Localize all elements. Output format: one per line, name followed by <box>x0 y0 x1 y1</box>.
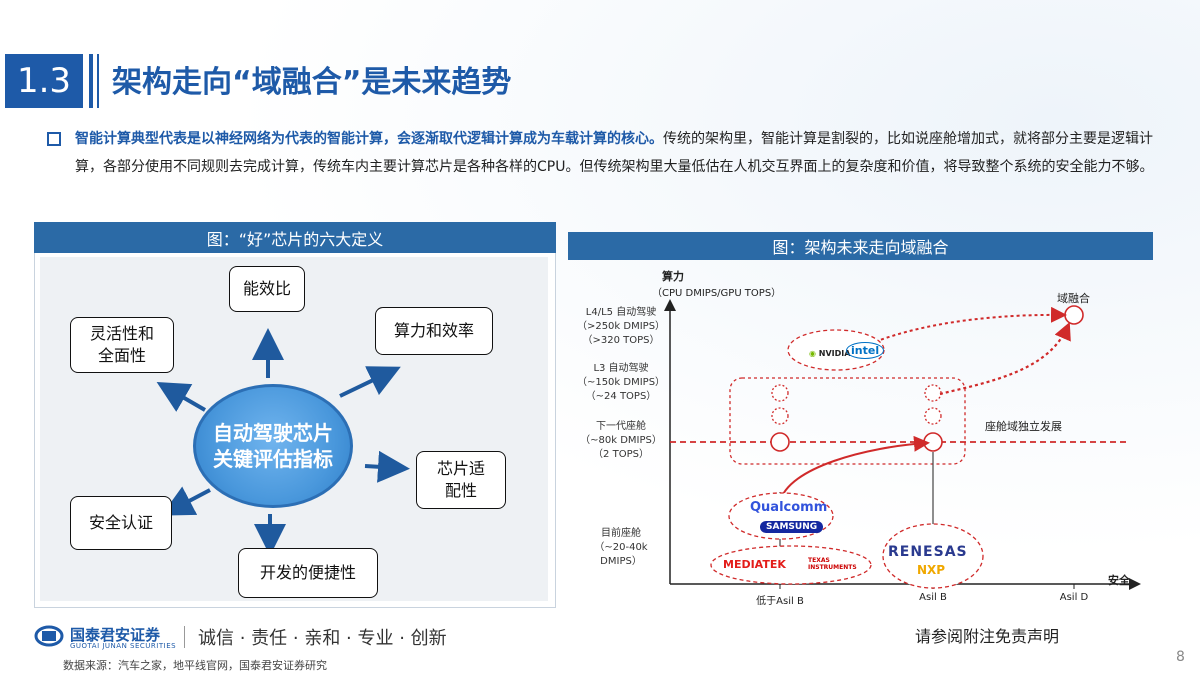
node-flexibility: 灵活性和 全面性 <box>70 317 174 373</box>
intro-rest: 传统的架构里，智能计算是割裂的，比如说座舱增加式，就将部分主要是逻辑计算，各部分… <box>75 131 1154 175</box>
footer-source: 数据来源：汽车之家，地平线官网，国泰君安证券研究 <box>63 659 327 672</box>
logo-samsung: SAMSUNG <box>760 521 824 533</box>
logo-nvidia: ◉ NVIDIA <box>809 349 851 358</box>
arrow-right <box>364 450 410 483</box>
node-dev-ease: 开发的便捷性 <box>238 548 378 598</box>
node-safety-cert: 安全认证 <box>70 496 172 550</box>
footer-company: 国泰君安证券 <box>70 626 161 644</box>
y-axis-sublabel: （CPU DMIPS/GPU TOPS） <box>652 288 782 299</box>
logo-qualcomm: Qualcomm <box>750 500 828 515</box>
x-tick-below-asilb: 低于Asil B <box>756 596 804 607</box>
dot-next-cockpit-b <box>770 432 790 452</box>
footer-company-en: GUOTAI JUNAN SECURITIES <box>70 642 177 650</box>
page-title: 架构走向“域融合”是未来趋势 <box>112 65 512 100</box>
section-number: 1.3 <box>5 54 83 108</box>
logo-nxp: NXP <box>917 563 946 577</box>
footer-motto: 诚信 · 责任 · 亲和 · 专业 · 创新 <box>198 628 447 649</box>
x-tick-asild: Asil D <box>1059 592 1089 603</box>
node-compute-efficiency: 算力和效率 <box>375 307 493 355</box>
left-figure-title: 图：“好”芯片的六大定义 <box>34 222 556 253</box>
center-blob: 自动驾驶芯片 关键评估指标 <box>193 384 353 508</box>
logo-renesas: RENESAS <box>888 544 968 560</box>
footer-separator <box>184 626 185 648</box>
arrow-lower-left <box>161 486 211 516</box>
annotation-domain-fusion: 域融合 <box>1057 292 1090 305</box>
ellipse-mediatek <box>710 545 872 585</box>
y-axis-label: 算力 <box>662 270 684 283</box>
node-adaptability: 芯片适 配性 <box>416 451 506 509</box>
y-tick-l45: L4/L5 自动驾驶（>250k DMIPS）（>320 TOPS） <box>576 307 666 346</box>
x-axis-label: 安全 <box>1108 574 1130 587</box>
arrow-upper-right <box>339 366 401 398</box>
intro-highlight: 智能计算典型代表是以神经网络为代表的智能计算，会逐渐取代逻辑计算成为车载计算的核… <box>75 131 663 147</box>
x-tick-asilb: Asil B <box>919 592 947 603</box>
logo-intel: intel <box>846 342 885 359</box>
company-logo-icon <box>34 625 64 647</box>
logo-mediatek: MEDIATEK <box>723 558 786 571</box>
title-divider <box>89 54 93 108</box>
dot-next-cockpit-asilb <box>923 432 943 452</box>
arrow-upper-left <box>156 381 207 412</box>
center-label: 自动驾驶芯片 关键评估指标 <box>213 421 333 471</box>
arrow-qualcomm-to-asilb <box>779 435 930 503</box>
y-tick-next-cockpit: 下一代座舱（~80k DMIPS）（2 TOPS） <box>580 421 662 460</box>
intro-paragraph: 智能计算典型代表是以神经网络为代表的智能计算，会逐渐取代逻辑计算成为车载计算的核… <box>75 125 1165 181</box>
right-figure-title: 图：架构未来走向域融合 <box>568 232 1153 260</box>
page-number: 8 <box>1176 649 1185 665</box>
arrow-to-domain-fusion <box>939 321 1071 396</box>
annotation-cockpit: 座舱域独立发展 <box>985 420 1062 433</box>
l3-box <box>729 377 966 465</box>
footer-disclaimer: 请参阅附注免责声明 <box>915 627 1060 646</box>
bullet-square-icon <box>47 132 61 146</box>
dot-domain-fusion <box>1064 305 1084 325</box>
node-energy-efficiency: 能效比 <box>229 266 305 312</box>
y-tick-current-cockpit: 目前座舱（~20-40k DMIPS） <box>594 528 648 567</box>
logo-ti: TEXAS INSTRUMENTS <box>808 557 857 571</box>
ellipse-renesas <box>882 523 984 589</box>
title-divider-thin <box>97 54 99 108</box>
y-tick-l3: L3 自动驾驶（~150k DMIPS）（~24 TOPS） <box>576 363 666 402</box>
